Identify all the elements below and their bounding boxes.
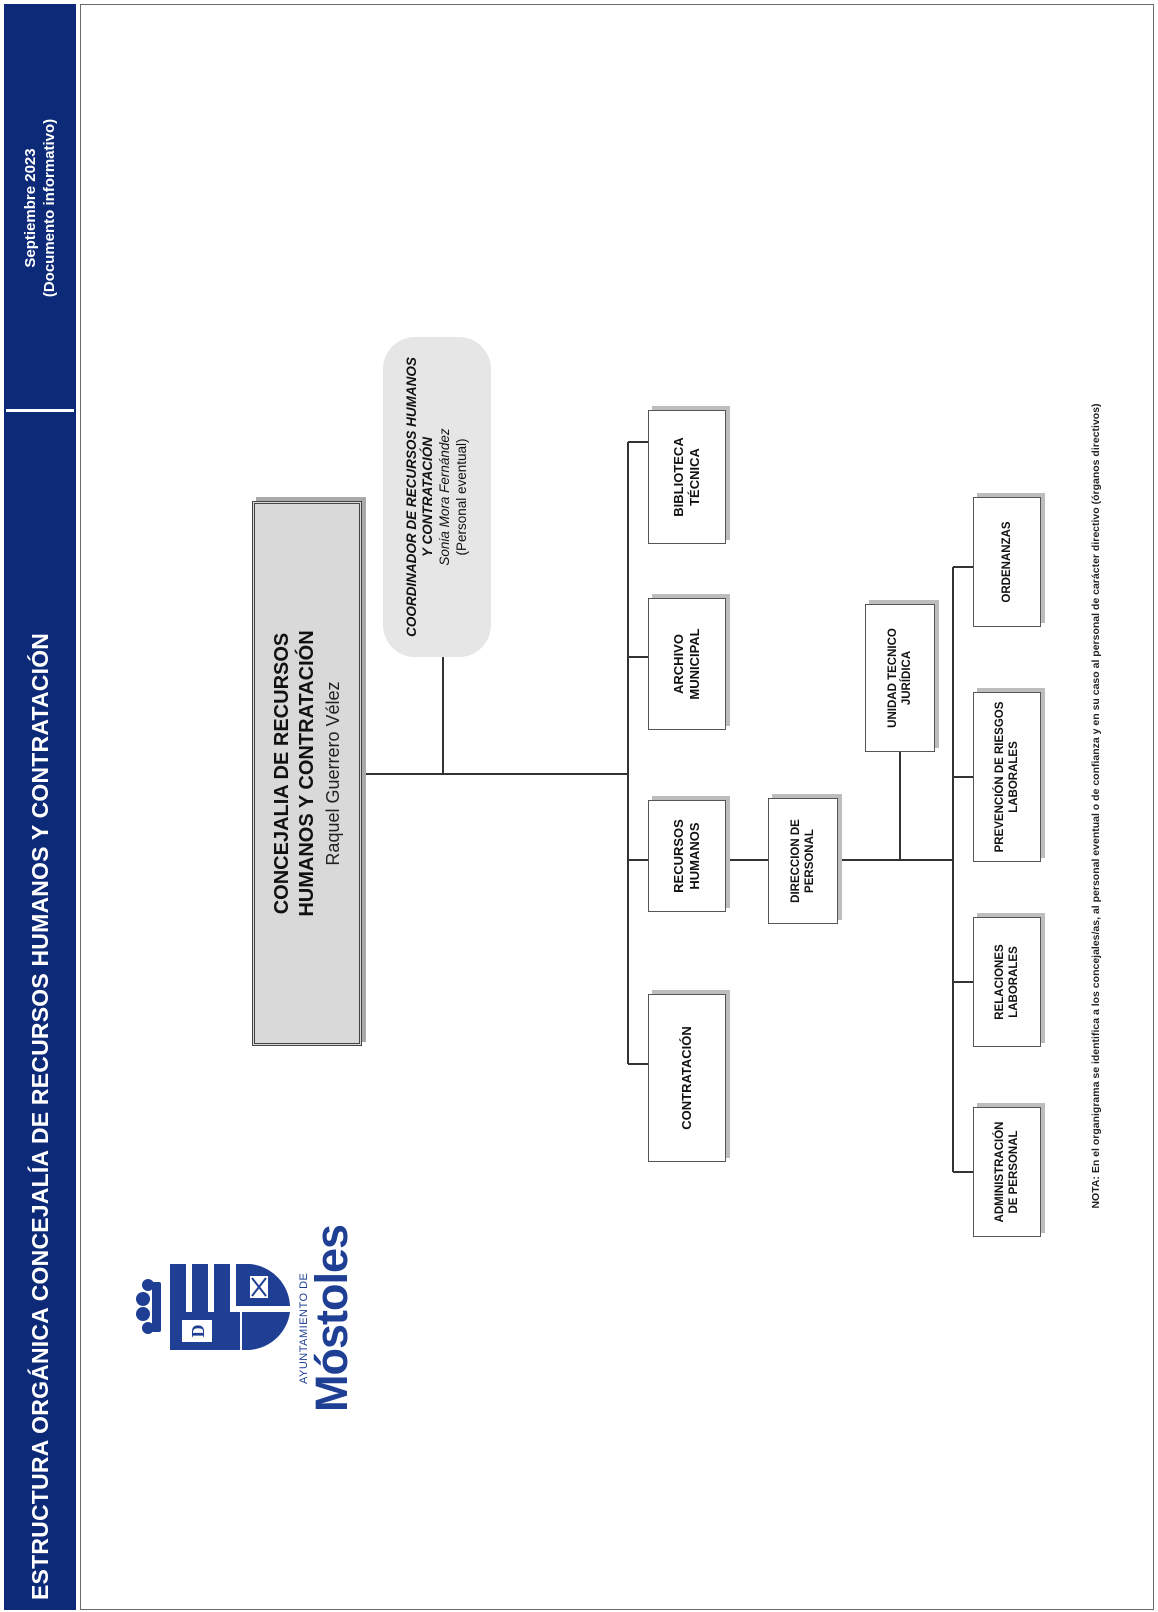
administracion-line2: DE PERSONAL	[1008, 1130, 1020, 1214]
prevencion-line2: LABORALES	[1008, 741, 1020, 813]
mostoles-logo: D AYUNTAMIENTO DE Móstoles	[130, 1202, 370, 1412]
unidad-line1: UNIDAD TECNICO	[887, 628, 899, 728]
recursos-humanos-line1: RECURSOS	[671, 819, 686, 893]
concejalia-title: CONCEJALIA DE RECURSOS HUMANOS Y CONTRAT…	[270, 630, 318, 917]
coordinator-name: Sonia Mora Fernández	[437, 428, 452, 566]
archivo-line2: MUNICIPAL	[687, 628, 702, 700]
biblioteca-line1: BIBLIOTECA	[671, 437, 686, 517]
recursos-humanos-box: RECURSOS HUMANOS	[648, 800, 726, 912]
administracion-personal-box: ADMINISTRACIÓN DE PERSONAL	[973, 1107, 1041, 1237]
prevencion-line1: PREVENCIÓN DE RIESGOS	[994, 701, 1006, 853]
administracion-line1: ADMINISTRACIÓN	[994, 1121, 1006, 1223]
prevencion-riesgos-box: PREVENCIÓN DE RIESGOS LABORALES	[973, 692, 1041, 862]
archivo-line1: ARCHIVO	[671, 634, 686, 694]
contratacion-box: CONTRATACIÓN	[648, 994, 726, 1162]
coordinator-title: COORDINADOR DE RECURSOS HUMANOS Y CONTRA…	[404, 357, 435, 637]
relaciones-line2: LABORALES	[1008, 946, 1020, 1018]
concejalia-box: CONCEJALIA DE RECURSOS HUMANOS Y CONTRAT…	[252, 501, 362, 1046]
contratacion-label: CONTRATACIÓN	[679, 1026, 694, 1130]
ordenanzas-box: ORDENANZAS	[973, 497, 1041, 627]
recursos-humanos-line2: HUMANOS	[687, 822, 702, 890]
coordinator-type: (Personal eventual)	[454, 438, 469, 556]
archivo-municipal-box: ARCHIVO MUNICIPAL	[648, 598, 726, 730]
svg-text:D: D	[188, 1325, 208, 1338]
direccion-personal-box: DIRECCION DE PERSONAL	[768, 798, 838, 924]
footnote: NOTA: En el organigrama se identifica a …	[1090, 403, 1102, 1209]
coat-of-arms-icon: D	[136, 1264, 290, 1350]
biblioteca-line2: TÉCNICA	[687, 448, 702, 506]
direccion-line1: DIRECCION DE	[790, 819, 802, 903]
concejal-name: Raquel Guerrero Vélez	[322, 681, 343, 866]
coordinator-box: COORDINADOR DE RECURSOS HUMANOS Y CONTRA…	[383, 337, 491, 657]
relaciones-laborales-box: RELACIONES LABORALES	[973, 917, 1041, 1047]
unidad-tecnico-juridica-box: UNIDAD TECNICO JURÍDICA	[865, 604, 935, 752]
relaciones-line1: RELACIONES	[994, 944, 1006, 1020]
biblioteca-tecnica-box: BIBLIOTECA TÉCNICA	[648, 410, 726, 544]
unidad-line2: JURÍDICA	[901, 650, 913, 706]
direccion-line2: PERSONAL	[804, 829, 816, 893]
ordenanzas-label: ORDENANZAS	[1001, 521, 1013, 603]
